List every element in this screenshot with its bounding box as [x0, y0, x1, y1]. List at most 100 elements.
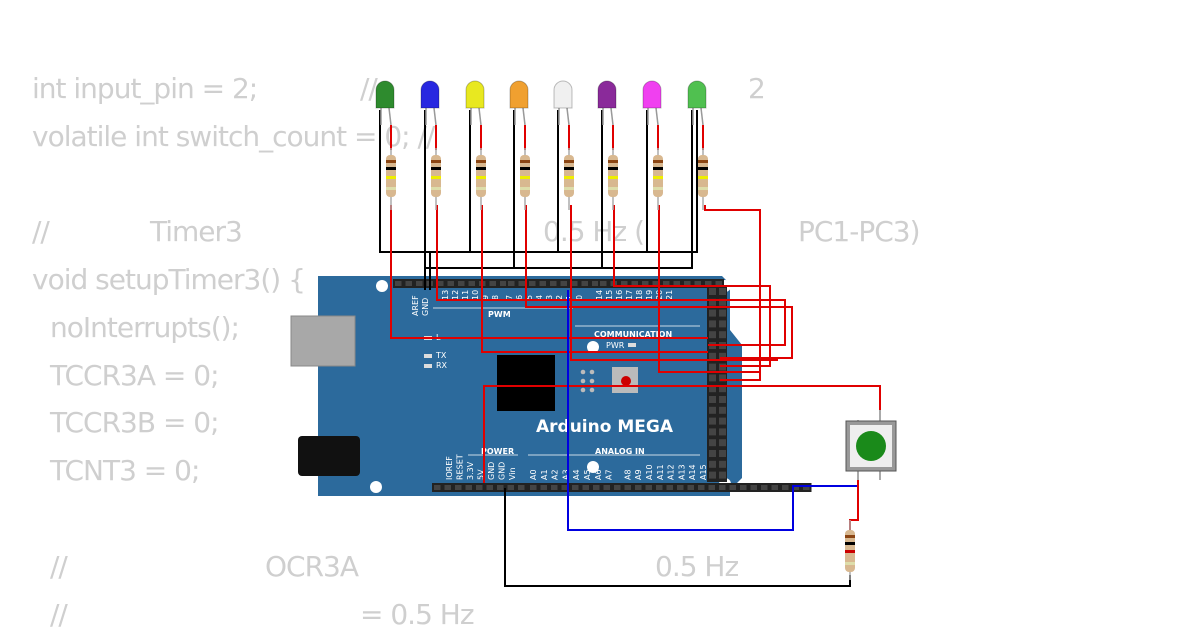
null: A2 — [551, 469, 560, 480]
pwr-led — [628, 343, 636, 347]
pin — [508, 281, 515, 286]
pin — [465, 485, 472, 490]
pin — [486, 485, 493, 490]
led-leg — [566, 107, 570, 126]
pin — [709, 450, 716, 457]
resistor-band — [698, 167, 708, 170]
led-leg — [610, 107, 614, 126]
pin — [416, 281, 423, 286]
pin-header — [506, 279, 611, 288]
null: 17 — [625, 290, 634, 300]
pin — [709, 331, 716, 339]
null: A10 — [645, 464, 654, 480]
pin — [709, 288, 716, 295]
resistor-band — [845, 562, 855, 565]
pin — [560, 281, 567, 286]
pin — [507, 485, 514, 490]
wire — [430, 110, 515, 269]
pin — [719, 471, 726, 479]
resistor-band — [386, 176, 396, 179]
icsp-pin — [580, 369, 586, 375]
null: GND — [487, 462, 496, 480]
code-text: TCNT3 = 0; — [50, 454, 200, 487]
pin — [729, 485, 736, 490]
icsp-pin — [580, 387, 586, 393]
mounting-hole — [376, 280, 388, 292]
resistor-band — [476, 167, 486, 170]
resistor-band — [564, 176, 574, 179]
resistor-band — [431, 187, 441, 190]
pin — [458, 281, 465, 286]
wire — [430, 110, 693, 269]
pin — [603, 485, 610, 490]
null: A6 — [594, 469, 603, 480]
pin — [782, 485, 789, 490]
pin — [518, 485, 525, 490]
resistor-band — [653, 176, 663, 179]
pin — [792, 485, 799, 490]
resistor-band — [564, 187, 574, 190]
resistor-band — [386, 160, 396, 163]
pin — [571, 281, 578, 286]
reset-button-cap — [621, 376, 631, 386]
led-leg — [478, 107, 482, 126]
resistor-band — [608, 187, 618, 190]
code-text: // — [360, 72, 378, 105]
resistor-band — [698, 160, 708, 163]
pin — [621, 281, 628, 286]
led — [553, 80, 573, 109]
null: A14 — [688, 464, 697, 480]
pin — [600, 281, 607, 286]
pin — [582, 485, 589, 490]
null: A13 — [677, 464, 686, 480]
power-jack — [298, 436, 360, 476]
wire — [504, 488, 851, 587]
resistor-band — [476, 187, 486, 190]
code-text: // — [50, 550, 68, 583]
icsp-pin — [589, 369, 595, 375]
null: 21 — [665, 290, 674, 300]
null: 6 — [515, 295, 524, 300]
pin — [719, 363, 726, 371]
pin — [750, 485, 757, 490]
pin — [719, 288, 726, 295]
null: Vin — [508, 467, 517, 480]
pin — [405, 281, 412, 286]
null: RESET — [456, 454, 465, 480]
mounting-hole — [587, 341, 599, 353]
null: AREF — [411, 295, 420, 316]
resistor-band — [653, 160, 663, 163]
null: 18 — [635, 290, 644, 300]
resistor-band — [698, 176, 708, 179]
led-leg — [522, 107, 526, 126]
pin — [719, 374, 726, 382]
pushbutton-cap — [856, 431, 886, 461]
pin — [709, 363, 716, 371]
null: IOREF — [445, 456, 454, 480]
pin — [437, 281, 444, 286]
null: PWR — [606, 341, 625, 350]
null: A5 — [583, 469, 592, 480]
icsp-pin — [589, 378, 595, 384]
code-text: Timer3 — [150, 215, 243, 248]
pin — [468, 281, 475, 286]
mounting-hole — [587, 461, 599, 473]
onboard-led — [424, 364, 432, 368]
pin — [551, 485, 558, 490]
pin — [719, 406, 726, 414]
null: 0 — [575, 295, 584, 300]
pin — [687, 485, 694, 490]
led — [509, 80, 529, 109]
pin — [740, 485, 747, 490]
led — [597, 80, 617, 109]
pin — [572, 485, 579, 490]
led — [420, 80, 440, 109]
resistor-band — [564, 160, 574, 163]
led-leg — [655, 107, 659, 126]
pin — [684, 281, 691, 286]
wire — [379, 110, 698, 253]
resistor-band — [845, 550, 855, 553]
pin — [434, 485, 441, 490]
